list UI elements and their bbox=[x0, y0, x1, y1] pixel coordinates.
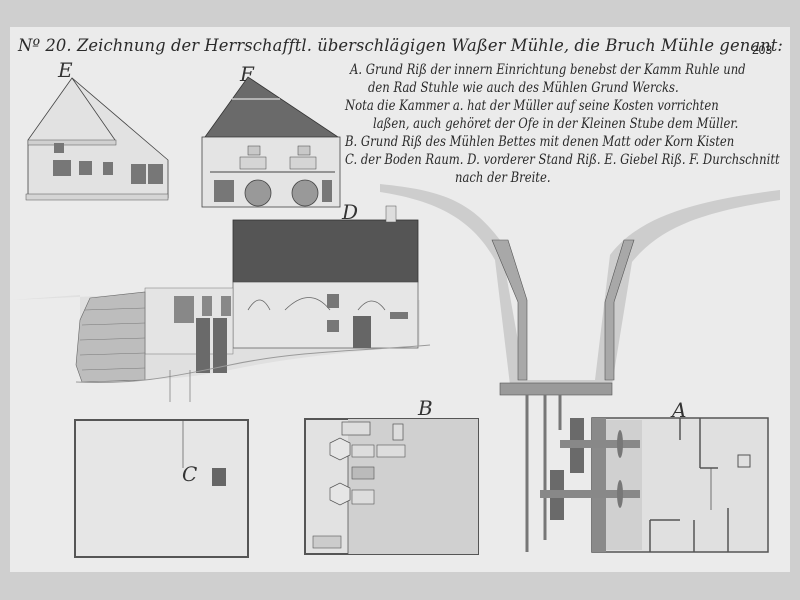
ground-plan-A bbox=[525, 395, 769, 553]
legend-line-3: Nota die Kammer a. hat der Müller auf se… bbox=[345, 98, 719, 114]
label-E: E bbox=[58, 58, 73, 82]
legend-line-5: B. Grund Riß des Mühlen Bettes mit denen… bbox=[345, 134, 735, 150]
cross-section-F bbox=[201, 76, 341, 208]
legend-line-2: den Rad Stuhle wie auch des Mühlen Grund… bbox=[368, 80, 679, 96]
water-channel bbox=[380, 184, 780, 396]
legend-line-7: nach der Breite. bbox=[455, 170, 551, 186]
front-elevation-D bbox=[12, 205, 431, 402]
label-D: D bbox=[342, 200, 359, 224]
mill-bed-plan-B bbox=[304, 418, 479, 555]
page-number: 203 bbox=[752, 43, 773, 57]
label-B: B bbox=[418, 396, 433, 420]
label-F: F bbox=[240, 62, 254, 86]
label-C: C bbox=[182, 462, 198, 486]
attic-plan-C bbox=[74, 419, 249, 558]
label-A: A bbox=[672, 398, 687, 422]
gable-elevation-E bbox=[25, 77, 169, 201]
legend-line-6: C. der Boden Raum. D. vorderer Stand Riß… bbox=[345, 152, 780, 168]
legend-line-1: A. Grund Riß der innern Einrichtung bene… bbox=[350, 62, 746, 78]
legend-line-4: laßen, auch gehöret der Ofe in der Klein… bbox=[373, 116, 739, 132]
document-title: Nº 20. Zeichnung der Herrschafftl. übers… bbox=[18, 36, 783, 56]
